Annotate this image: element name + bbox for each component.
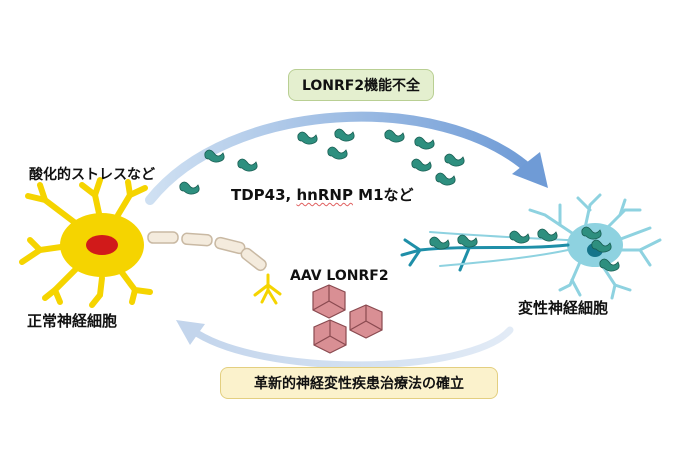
aav-lonrf2-label: AAV LONRF2 [290, 268, 389, 284]
aggregate [444, 153, 465, 167]
aggregate [179, 181, 200, 195]
aggregate [414, 136, 435, 150]
bottom-cycle-arrow [176, 320, 514, 369]
therapy-establishment-box: 革新的神経変性疾患治療法の確立 [220, 367, 498, 399]
aggregates-label-prefix: TDP43, [231, 186, 297, 204]
normal-neuron-label: 正常神経細胞 [27, 312, 118, 330]
lonrf2-dysfunction-text: LONRF2機能不全 [301, 78, 421, 94]
aggregate [384, 129, 405, 143]
nucleus [86, 235, 118, 255]
virus-particle [312, 284, 346, 319]
aggregate [237, 158, 258, 172]
aggregate [204, 149, 225, 163]
aggregate [327, 146, 348, 160]
protein-aggregates [179, 128, 620, 272]
degenerated-neuron-label: 変性神経細胞 [518, 299, 609, 317]
aggregate [435, 172, 456, 186]
lonrf2-dysfunction-box: LONRF2機能不全 [288, 69, 434, 101]
normal-neuron [19, 177, 282, 308]
aggregate [599, 258, 620, 272]
aggregate [509, 230, 530, 244]
aggregate [537, 228, 558, 242]
aggregate [334, 128, 355, 142]
aggregate [411, 158, 432, 172]
aav-particles [312, 284, 383, 354]
aggregate [591, 239, 612, 253]
oxidative-stress-label: 酸化的ストレスなど [29, 167, 155, 183]
aggregate [581, 226, 602, 240]
aggregate [297, 131, 318, 145]
aggregates-label-suffix: M1など [352, 186, 414, 204]
aggregate [457, 234, 478, 248]
virus-particle [313, 319, 347, 354]
top-cycle-arrow [145, 111, 548, 205]
virus-particle [349, 304, 383, 339]
aggregate [429, 236, 450, 250]
therapy-establishment-text: 革新的神経変性疾患治療法の確立 [254, 376, 464, 392]
aggregates-label: TDP43, hnRNP M1など [231, 184, 414, 205]
aggregates-label-hnrnp: hnRNP [296, 186, 353, 204]
